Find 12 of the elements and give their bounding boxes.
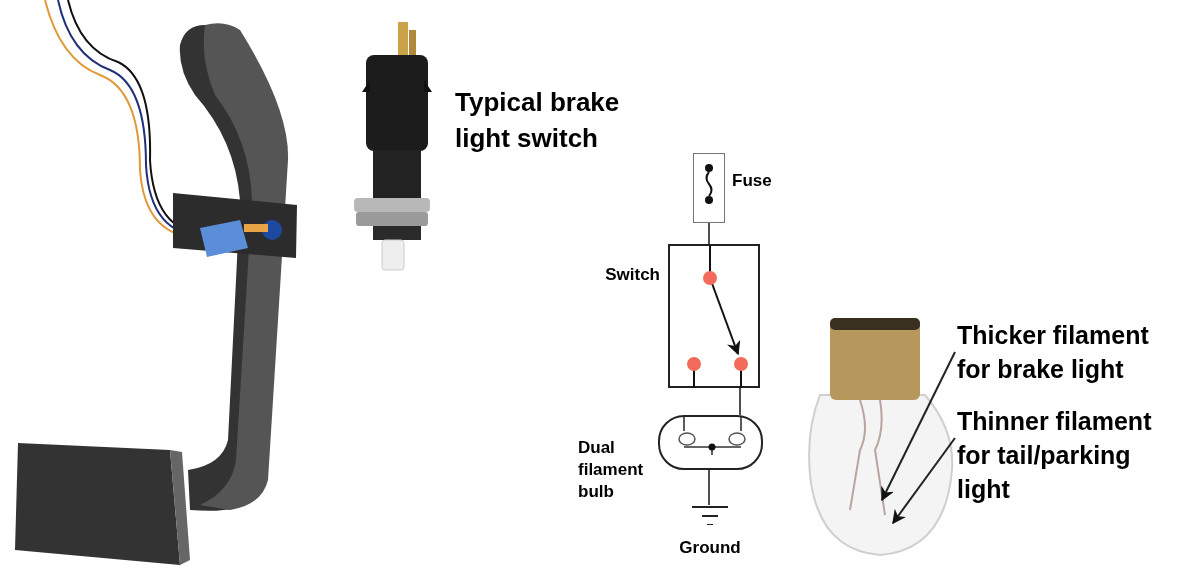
bulb-label: Dual filament bulb: [578, 437, 645, 503]
caption-text: Typical brake light switch: [455, 86, 621, 155]
leader-arrow: [892, 437, 956, 525]
leader-arrow: [881, 351, 956, 502]
fuse-label: Fuse: [732, 170, 772, 192]
callout-text: Thinner filament for tail/parking light: [957, 406, 1153, 505]
callout-text: Thicker filament for brake light: [957, 320, 1150, 385]
ground-label: Ground: [679, 536, 741, 559]
wire: [739, 387, 741, 416]
switch-label: Switch: [605, 264, 660, 286]
wire: [708, 469, 710, 506]
wire: [708, 222, 710, 245]
